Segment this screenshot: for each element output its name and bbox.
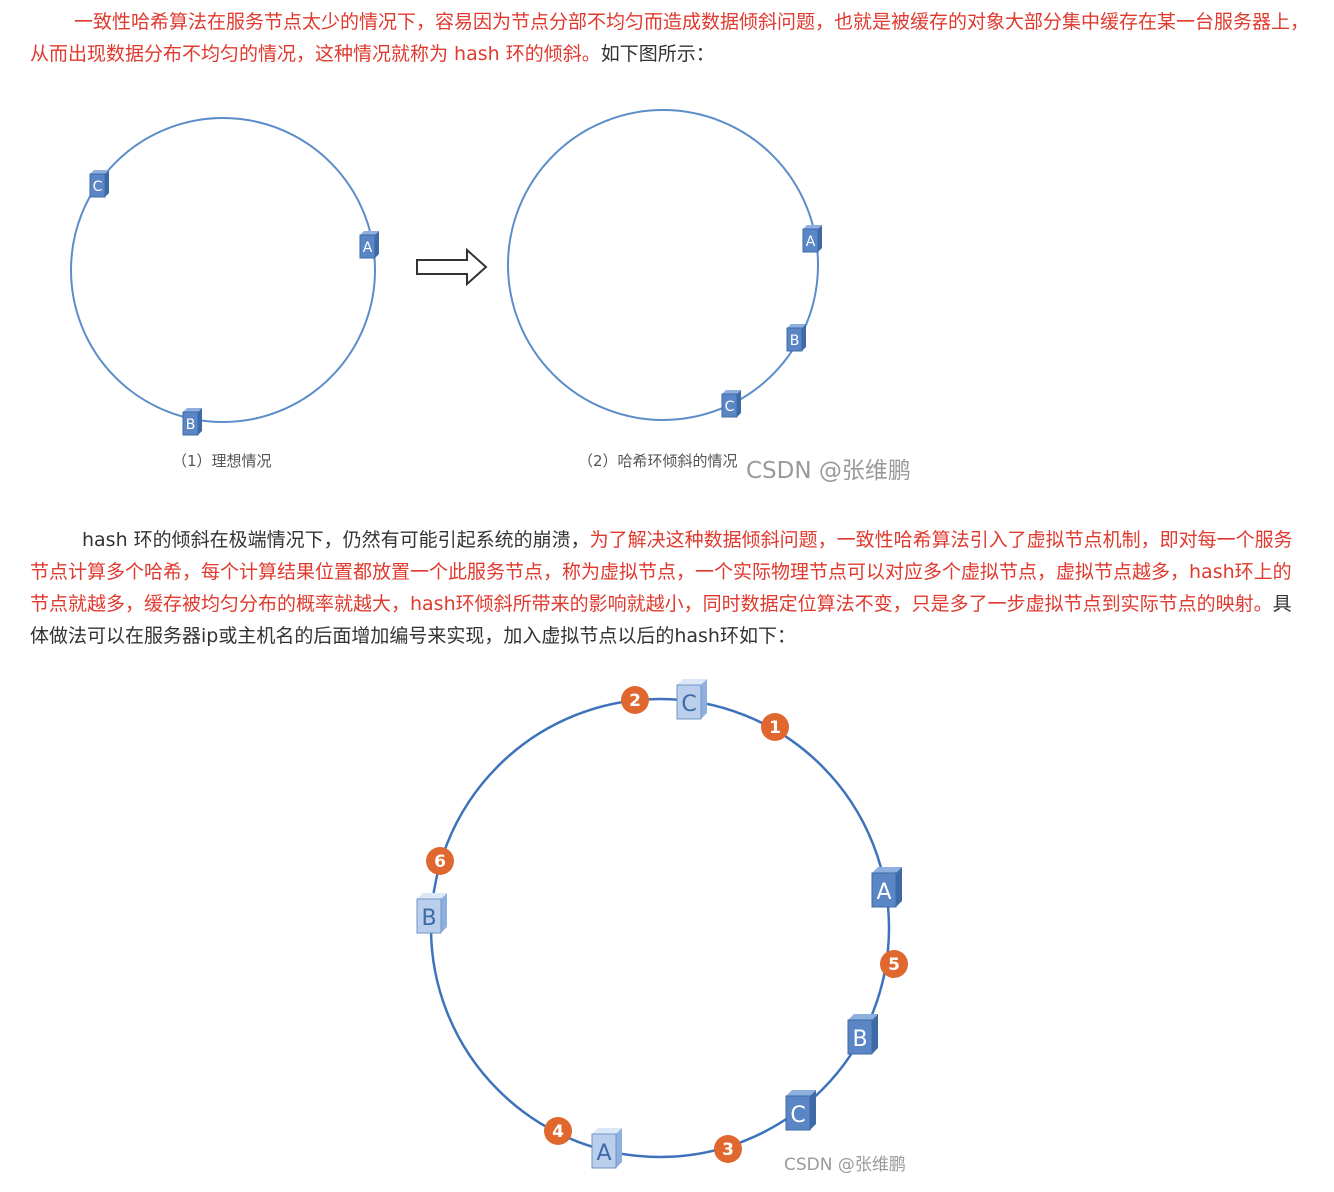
virtual-node-b-left: B — [416, 893, 447, 934]
intro-highlight-text: 一致性哈希算法在服务节点太少的情况下，容易因为节点分部不均匀而造成数据倾斜问题，… — [30, 11, 1310, 65]
ideal-caption: （1）理想情况 — [172, 452, 272, 470]
svg-text:C: C — [93, 179, 103, 195]
physical-node-a: A — [871, 867, 902, 908]
svg-text:3: 3 — [722, 1140, 734, 1160]
svg-text:C: C — [790, 1103, 805, 1128]
badge-6: 6 — [426, 847, 454, 875]
badge-2: 2 — [621, 686, 649, 714]
ideal-node-a: A — [359, 231, 379, 259]
svg-text:5: 5 — [888, 955, 900, 975]
virtual-node-paragraph: hash 环的倾斜在极端情况下，仍然有可能引起系统的崩溃，为了解决这种数据倾斜问… — [30, 524, 1310, 652]
svg-text:B: B — [421, 906, 436, 931]
figure-ring-skew: C A B （1）理想情况 A B C （2）哈希环倾斜的情况 CSDN @张维… — [70, 109, 911, 484]
skewed-ring — [507, 109, 819, 421]
svg-text:B: B — [186, 417, 196, 433]
svg-text:A: A — [363, 240, 373, 256]
virtual-highlight-text: 为了解决这种数据倾斜问题，一致性哈希算法引入了虚拟节点机制，即对每一个服务节点计… — [30, 529, 1293, 615]
ideal-ring — [70, 117, 376, 423]
svg-text:B: B — [790, 333, 800, 349]
virtual-intro-text: hash 环的倾斜在极端情况下，仍然有可能引起系统的崩溃， — [82, 529, 590, 551]
svg-text:C: C — [681, 692, 696, 717]
skewed-node-c: C — [721, 390, 741, 418]
figure2-watermark: CSDN @张维鹏 — [784, 1155, 906, 1175]
physical-node-b: B — [847, 1014, 878, 1055]
intro-paragraph: 一致性哈希算法在服务节点太少的情况下，容易因为节点分部不均匀而造成数据倾斜问题，… — [30, 6, 1310, 70]
svg-text:2: 2 — [629, 691, 641, 711]
virtual-node-a-bottom: A — [591, 1128, 622, 1169]
transition-arrow-icon — [416, 247, 488, 287]
skewed-node-a: A — [802, 225, 822, 253]
physical-node-c: C — [785, 1090, 816, 1131]
badge-1: 1 — [761, 713, 789, 741]
virtual-node-c-top: C — [676, 679, 707, 720]
svg-text:6: 6 — [434, 852, 446, 872]
virtual-method-text: 具体做法可以在服务器ip或主机名的后面增加编号来实现，加入虚拟节点以后的hash… — [30, 593, 1292, 647]
svg-text:A: A — [876, 880, 891, 905]
intro-plain-text: 如下图所示： — [600, 43, 715, 65]
badge-3: 3 — [714, 1135, 742, 1163]
ideal-node-b: B — [182, 408, 202, 436]
ideal-node-c: C — [89, 170, 109, 198]
badge-4: 4 — [544, 1117, 572, 1145]
figure-virtual-ring: C A B C A B 1 2 3 — [416, 679, 908, 1175]
svg-text:C: C — [725, 399, 735, 415]
svg-text:A: A — [596, 1141, 611, 1166]
virtual-ring — [429, 697, 891, 1159]
svg-text:4: 4 — [552, 1122, 564, 1142]
figure1-watermark: CSDN @张维鹏 — [746, 458, 911, 484]
svg-text:B: B — [852, 1027, 867, 1052]
badge-5: 5 — [880, 950, 908, 978]
svg-text:A: A — [806, 234, 816, 250]
skewed-caption: （2）哈希环倾斜的情况 — [578, 452, 738, 470]
svg-text:1: 1 — [769, 718, 781, 738]
skewed-node-b: B — [786, 324, 806, 352]
